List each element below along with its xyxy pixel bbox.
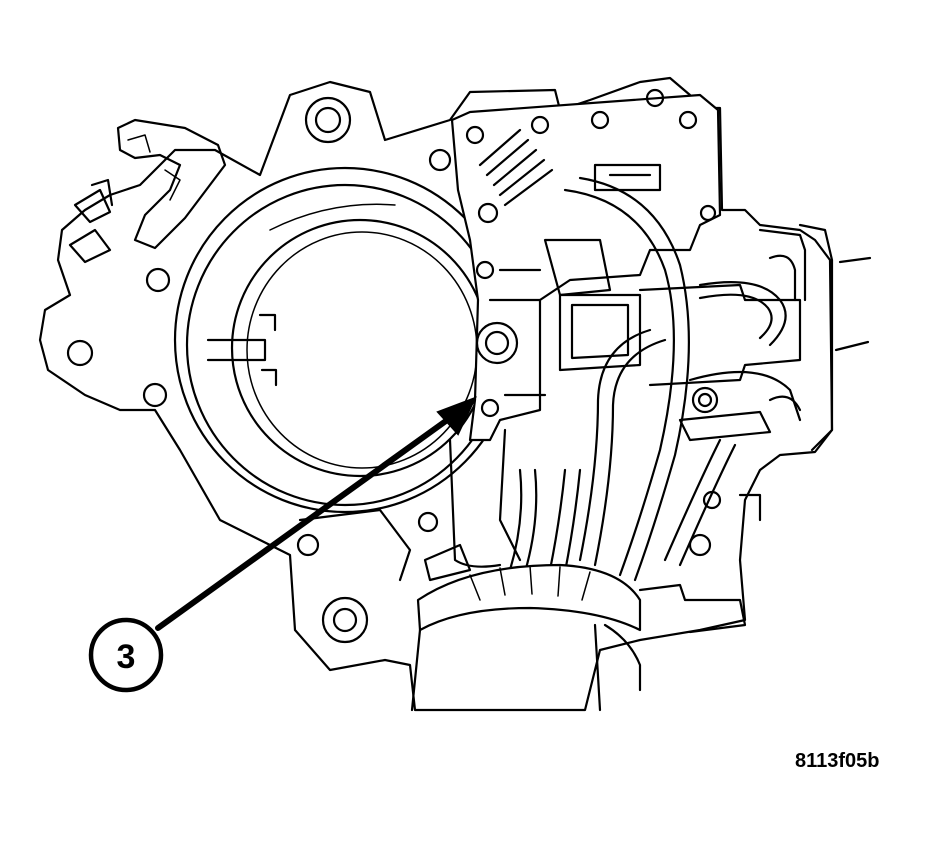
upper-left-bracket bbox=[116, 118, 227, 250]
wiring-harness bbox=[508, 176, 802, 582]
top-mounting-boss bbox=[304, 96, 352, 144]
lower-conduit bbox=[410, 428, 642, 712]
callout-leader bbox=[155, 396, 477, 631]
callout-number: 3 bbox=[117, 638, 136, 676]
valve-body-plate bbox=[428, 88, 722, 442]
callout-arrowhead bbox=[436, 396, 477, 436]
figure-id: 8113f05b bbox=[795, 750, 880, 772]
callout-3: 3 bbox=[88, 617, 164, 693]
bottom-flange bbox=[296, 508, 412, 644]
left-mounting-ear bbox=[66, 178, 171, 408]
